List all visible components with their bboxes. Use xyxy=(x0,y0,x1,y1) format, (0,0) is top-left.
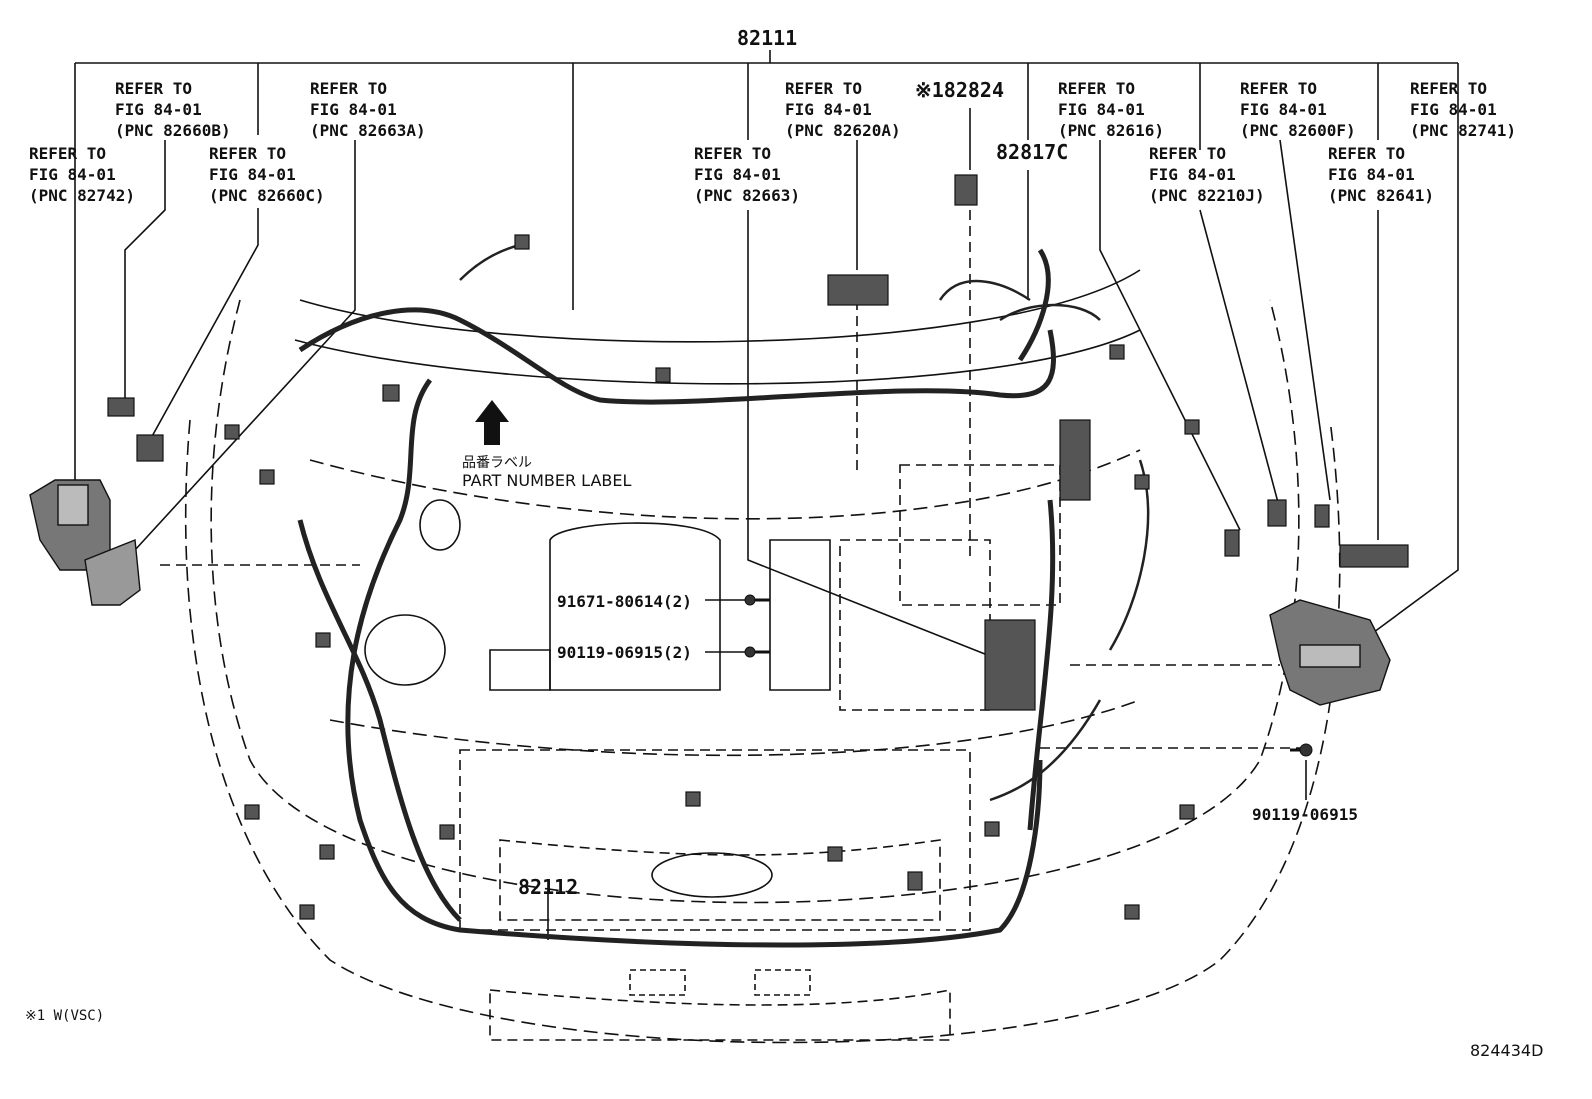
leader-82660b xyxy=(124,140,166,400)
relay-block xyxy=(984,619,1036,711)
callout-82600f: REFER TO FIG 84-01 (PNC 82600F) xyxy=(1240,79,1356,140)
leader-82741 xyxy=(1369,140,1459,636)
part-82111-label: 82111 xyxy=(737,26,798,50)
leader-82660c xyxy=(149,208,259,441)
callout-82742: REFER TO FIG 84-01 (PNC 82742) xyxy=(29,144,135,205)
callout-82660b: REFER TO FIG 84-01 (PNC 82660B) xyxy=(115,79,231,140)
callout-82663a: REFER TO FIG 84-01 (PNC 82663A) xyxy=(310,79,426,140)
bolt-90119b-icon xyxy=(1299,743,1313,757)
bolt-90119b-label: 90119-06915 xyxy=(1252,805,1358,824)
bolt-91671-icon xyxy=(744,594,756,606)
connector-82660c xyxy=(136,434,164,462)
fuse-block-82742 xyxy=(29,479,141,606)
part-82112-label: 82112 xyxy=(518,875,579,899)
connector-82616 xyxy=(1224,529,1240,557)
leader-82663 xyxy=(747,210,1001,661)
part-82824-label: ※182824 xyxy=(915,78,1005,102)
callout-82641: REFER TO FIG 84-01 (PNC 82641) xyxy=(1328,144,1434,205)
callout-82663: REFER TO FIG 84-01 (PNC 82663) xyxy=(694,144,800,205)
connector-182824 xyxy=(954,174,978,206)
footnote: ※1 W(VSC) xyxy=(25,1008,105,1024)
connector-82660b xyxy=(107,397,135,417)
bolt-90119a-label: 90119-06915(2) xyxy=(557,643,692,662)
callout-82616: REFER TO FIG 84-01 (PNC 82616) xyxy=(1058,79,1164,140)
callout-82620a: REFER TO FIG 84-01 (PNC 82620A) xyxy=(785,79,901,140)
harness-main xyxy=(298,307,1056,405)
connector-82210j xyxy=(1267,499,1287,527)
connector-82620a xyxy=(827,274,889,306)
junction-block-82741 xyxy=(1269,599,1391,706)
figure-id: 824434D xyxy=(1470,1041,1544,1060)
leader-82616 xyxy=(1099,140,1241,531)
part-number-label-en: PART NUMBER LABEL xyxy=(462,471,632,490)
part-82817c-label: 82817C xyxy=(996,140,1069,164)
part-label-arrow xyxy=(475,400,509,445)
bracket-82817c xyxy=(1059,419,1091,501)
connector-82600f xyxy=(1314,504,1330,528)
body-outline xyxy=(184,419,1341,1044)
harness-82112 xyxy=(297,519,462,922)
connector-82641 xyxy=(1339,544,1409,568)
bolt-91671-label: 91671-80614(2) xyxy=(557,592,692,611)
leader-82663a xyxy=(134,140,356,551)
callout-82660c: REFER TO FIG 84-01 (PNC 82660C) xyxy=(209,144,325,205)
callout-82210j: REFER TO FIG 84-01 (PNC 82210J) xyxy=(1149,144,1265,205)
part-number-label-jp: 品番ラベル xyxy=(462,455,532,471)
callout-82741: REFER TO FIG 84-01 (PNC 82741) xyxy=(1410,79,1516,140)
leader-82600f xyxy=(1279,139,1331,501)
leader-82210j xyxy=(1199,209,1281,511)
bolt-90119a-icon xyxy=(744,646,756,658)
